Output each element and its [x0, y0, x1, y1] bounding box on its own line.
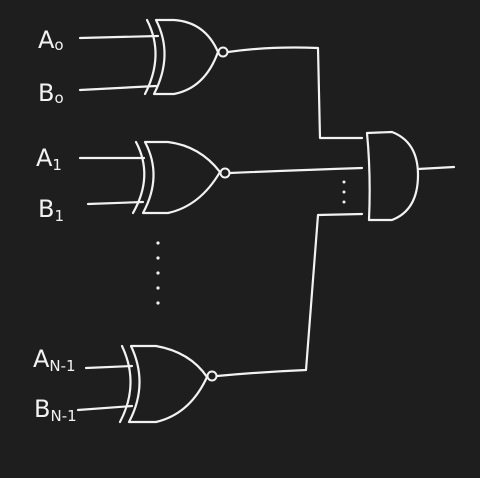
xnor-gate-1-body [141, 140, 222, 215]
xnor-gate-1-bubble [219, 167, 231, 179]
wire-output [416, 165, 456, 171]
and-input-ellipsis-dot [342, 200, 346, 204]
and-input-ellipsis-dot [342, 180, 346, 184]
wire-an-1 [84, 364, 134, 370]
and-gate [365, 130, 420, 222]
xnor-gate-n-1-body [127, 344, 209, 424]
xnor-gate-0-bubble [217, 46, 229, 58]
gate-ellipsis-dot [156, 271, 160, 275]
and-input-ellipsis-dot [342, 190, 346, 194]
gate-ellipsis [156, 241, 160, 305]
label-an-1: AN-1 [33, 345, 76, 375]
xnor-gate-n-1-bubble [206, 370, 218, 382]
xnor-gate-n-1 [118, 344, 218, 424]
xnor-gate-1-extra-arc [131, 140, 146, 215]
gate-ellipsis-dot [156, 241, 160, 245]
xnor-gate-n-1-extra-arc [118, 344, 132, 424]
wire-b1 [86, 200, 145, 206]
gate-ellipsis-dot [156, 256, 160, 260]
and-input-ellipsis [342, 180, 346, 204]
wire-xnor0-to-and [226, 46, 364, 140]
xnor-gate-0-extra-arc [143, 18, 157, 96]
label-a1: A1 [36, 144, 62, 174]
xnor-gate-0 [143, 18, 229, 96]
xnor-gate-0-body [152, 18, 220, 96]
wire-a0 [78, 34, 160, 40]
gate-ellipsis-dot [156, 301, 160, 305]
label-a0: Ao [38, 26, 64, 54]
xnor-gate-1 [131, 140, 231, 215]
label-b1: B1 [38, 195, 64, 225]
label-b0: Bo [38, 79, 64, 107]
wire-bn-1 [76, 404, 134, 412]
wire-b0 [78, 84, 158, 92]
wire-xnorn-to-and [215, 212, 364, 378]
gate-ellipsis-dot [156, 286, 160, 290]
label-bn-1: BN-1 [34, 395, 77, 425]
wire-xnor1-to-and [228, 166, 364, 175]
